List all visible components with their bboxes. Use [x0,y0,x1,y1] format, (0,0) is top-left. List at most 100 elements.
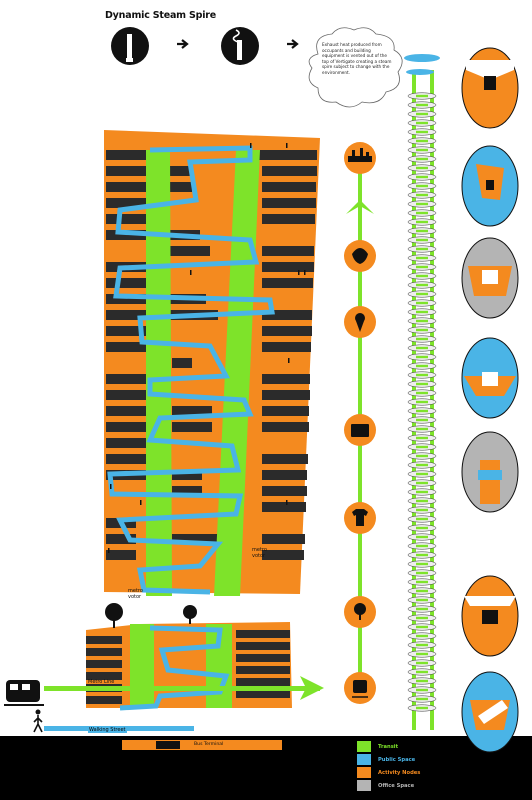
floor-disc-core [416,508,428,512]
legend-label: Public Space [378,756,416,763]
floor-disc-core [416,382,428,386]
floor-disc-core [416,499,428,503]
floor-disc-core [416,526,428,530]
floor-disc-core [416,94,428,98]
legend-swatch [357,780,371,791]
floor-disc-core [416,706,428,710]
floor-disc-core [416,625,428,629]
floor-disc-core [416,211,428,215]
bus-icon [156,741,180,749]
floor-disc-core [416,418,428,422]
legend-item-office-space: Office Space [357,780,414,791]
legend-label: Office Space [378,782,415,789]
floor-disc-core [416,463,428,467]
floor-plan-5 [461,431,519,513]
floor-plan-7 [461,671,519,753]
arrow-right-icon [287,39,299,49]
floor-disc-core [416,355,428,359]
floor-disc-core [416,337,428,341]
floor-disc-core [416,148,428,152]
floor-disc-core [416,112,428,116]
floor-disc-core [416,616,428,620]
floor-disc-core [416,607,428,611]
floor-disc-core [416,391,428,395]
floor-disc-core [416,166,428,170]
floor-disc-core [416,634,428,638]
floor-disc-core [416,202,428,206]
floor-disc-core [416,652,428,656]
shell-icon [352,248,368,264]
floor-plan-2 [461,145,519,227]
legend-label: Transit [378,743,399,750]
floor-disc-core [416,517,428,521]
floor-disc-core [416,535,428,539]
metro-voter-label-upper: metro votor [252,547,267,559]
floor-disc-core [416,193,428,197]
legend-swatch [357,754,371,765]
note-cloud [308,27,403,108]
tree-icon [105,603,123,628]
floor-plan-4 [461,337,519,419]
floor-disc-core [416,157,428,161]
train-icon [352,680,368,698]
spire-step-2-icon [221,27,259,65]
floor-disc-core [416,562,428,566]
legend-item-public-space: Public Space [357,754,415,765]
floor-disc-core [416,409,428,413]
floor-disc-core [416,490,428,494]
floor-plan-3 [461,237,519,319]
floor-plans [461,47,519,753]
floor-disc-core [416,589,428,593]
floor-disc-core [416,688,428,692]
page-title: Dynamic Steam Spire [105,10,217,21]
floor-disc-core [416,292,428,296]
floor-disc-core [416,139,428,143]
legend-label: Activity Nodes [378,769,421,776]
metro-line-label: Metro Line [88,679,115,685]
floor-disc-core [416,265,428,269]
public-space-ribbon [107,145,275,595]
floor-disc-core [416,553,428,557]
floor-disc-core [416,697,428,701]
floor-disc-stack [407,92,437,712]
floor-disc-core [416,283,428,287]
arrow-up-icon [346,200,374,214]
floor-disc-core [416,427,428,431]
floor-disc-core [416,256,428,260]
floor-disc-core [416,247,428,251]
floor-disc-core [416,661,428,665]
floor-disc-core [416,328,428,332]
book-icon [351,424,369,437]
legend-swatch [357,767,371,778]
legend-swatch [357,741,371,752]
floor-disc-core [416,445,428,449]
floor-disc-core [416,229,428,233]
exhaust-note: Exhaust heat produced from occupants and… [322,42,392,75]
floor-plan-1 [461,47,519,129]
shirt-icon [352,509,368,526]
floor-disc-core [416,301,428,305]
walking-street-label: Walking Street [88,727,127,733]
floor-disc-core [416,679,428,683]
floor-plan-6 [461,575,519,657]
floor-disc-core [416,184,428,188]
floor-disc-core [416,643,428,647]
floor-disc-core [416,364,428,368]
train-icon [4,680,44,706]
floor-disc-core [416,319,428,323]
skyline-icon [348,148,372,162]
pedestrian-icon [33,709,43,733]
floor-disc-core [416,670,428,674]
floor-disc-core [416,598,428,602]
floor-disc-core [416,400,428,404]
floor-disc-core [416,580,428,584]
floor-disc-core [416,571,428,575]
metro-line-bar [44,686,320,691]
floor-disc-core [416,346,428,350]
floor-disc-core [416,274,428,278]
transit-shaft-left [146,150,172,596]
floor-disc-core [416,481,428,485]
floor-disc-core [416,238,428,242]
metro-voter-label-lower: metro votor [128,588,143,600]
